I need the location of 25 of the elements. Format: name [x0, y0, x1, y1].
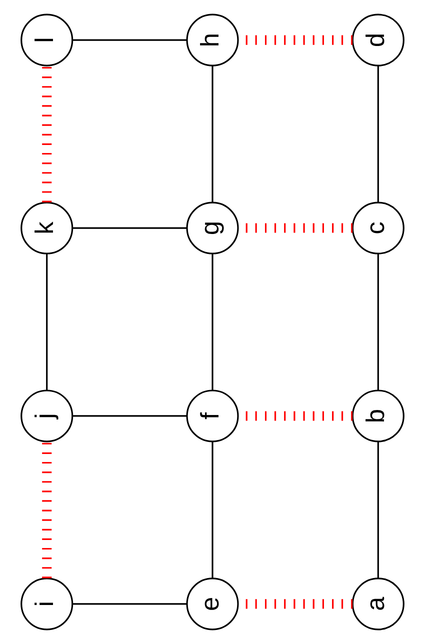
node-circle: a	[352, 578, 404, 630]
node-circle: d	[352, 14, 404, 66]
connector	[212, 66, 214, 202]
node-circle: i	[20, 578, 74, 630]
connector	[72, 415, 187, 417]
connector	[212, 442, 214, 578]
connector	[42, 442, 52, 578]
connector	[377, 442, 379, 578]
node-circle: c	[352, 202, 404, 254]
connector	[212, 254, 214, 390]
connector	[72, 39, 187, 41]
node-circle: g	[186, 202, 239, 254]
connector	[377, 254, 379, 390]
connector	[377, 66, 379, 202]
node-circle: l	[20, 14, 74, 66]
node-circle: h	[186, 14, 239, 66]
node-circle: f	[186, 390, 239, 442]
connector	[72, 603, 187, 605]
connector	[42, 66, 52, 202]
node-circle: e	[186, 578, 239, 630]
node-circle: b	[352, 390, 404, 442]
connector	[72, 227, 187, 229]
connector	[46, 254, 48, 390]
node-circle: j	[20, 390, 74, 442]
node-circle: k	[20, 202, 74, 254]
